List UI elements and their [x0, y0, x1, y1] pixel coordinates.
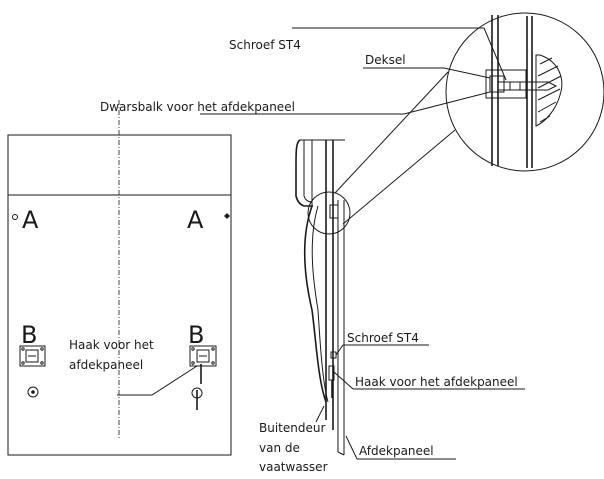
- detail-crossbar-label: Dwarsbalk voor het afdekpaneel: [100, 100, 295, 114]
- top-control-strip: [7, 134, 232, 196]
- hook-leader-line: [117, 365, 198, 396]
- side-view: [295, 139, 351, 456]
- door-outer-curve: [303, 205, 327, 403]
- hook-bracket-left: [19, 345, 46, 398]
- detail-crossbar-leader: [200, 91, 491, 115]
- detail-screw-leader: [292, 27, 507, 81]
- side-panel-label: Afdekpaneel: [359, 444, 434, 458]
- mark-b-left: B: [21, 321, 37, 349]
- cover-cap: [485, 69, 527, 99]
- detail-cover-leader: [363, 67, 491, 79]
- hook-bracket-right: [189, 345, 217, 410]
- mark-a-right: A: [187, 206, 204, 234]
- control-profile: [295, 139, 313, 207]
- detail-screw-label: Schroef ST4: [229, 38, 301, 52]
- detail-projection-lower: [342, 129, 456, 225]
- detail-circle-small: [307, 191, 351, 235]
- door-leader: [315, 405, 325, 423]
- detail-projection-upper: [334, 71, 449, 194]
- door-label-line2: van de: [259, 441, 300, 455]
- side-hook-label: Haak voor het afdekpaneel: [355, 375, 518, 389]
- door-label-line3: vaatwasser: [259, 460, 328, 474]
- screw-st4: [497, 81, 558, 91]
- mark-hole-left-a: [12, 214, 18, 220]
- mark-hole-right-a: [224, 213, 230, 219]
- detail-circle-large: [445, 12, 604, 172]
- crossbar-hatched: [535, 54, 563, 127]
- mark-b-right: B: [188, 321, 204, 349]
- door-label-line1: Buitendeur: [259, 421, 325, 435]
- detail-cover-label: Deksel: [365, 53, 406, 67]
- front-view: A A B B: [7, 100, 232, 456]
- side-screw-label: Schroef ST4: [347, 331, 419, 345]
- hook-label-line1: Haak voor het: [69, 338, 154, 352]
- mark-a-left: A: [22, 206, 39, 234]
- detail-view: [334, 12, 604, 225]
- hook-label-line2: afdekpaneel: [69, 358, 143, 372]
